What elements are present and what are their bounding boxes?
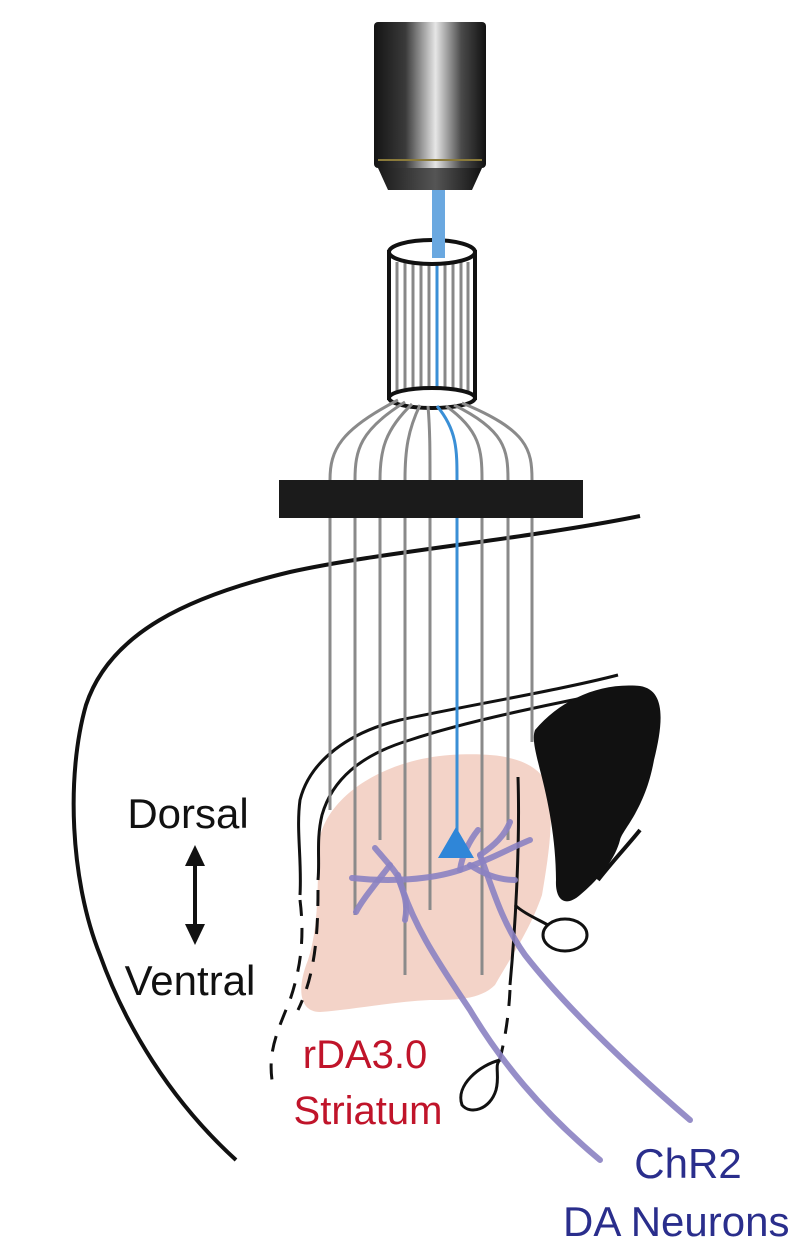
ventricle-pocket (541, 917, 589, 953)
fiber-fan (328, 398, 534, 481)
chr2-axons (349, 819, 693, 1163)
lateral-ventricle (533, 685, 661, 902)
sensor-label-line2: Striatum (294, 1089, 443, 1133)
microscope-objective-icon (374, 22, 486, 190)
ventral-label: Ventral (125, 957, 256, 1004)
ventricle-tail (596, 828, 642, 882)
sensor-label-line1: rDA3.0 (303, 1033, 428, 1077)
dorsal-ventral-arrow-icon (185, 845, 205, 945)
fiber-bundle-icon (387, 238, 477, 410)
dorsal-label: Dorsal (127, 790, 248, 837)
ventricle-connector (513, 903, 549, 927)
striatum-region (301, 754, 551, 1012)
opsin-label-line1: ChR2 (634, 1140, 741, 1187)
anterior-commissure (459, 1058, 502, 1112)
light-stimulation-triangle-icon (438, 827, 474, 858)
fiber-holder-bar (279, 480, 583, 518)
brain-outline (71, 514, 641, 1162)
stim-fiber-fan (435, 405, 459, 481)
opsin-label-line2: DA Neurons (563, 1198, 789, 1245)
